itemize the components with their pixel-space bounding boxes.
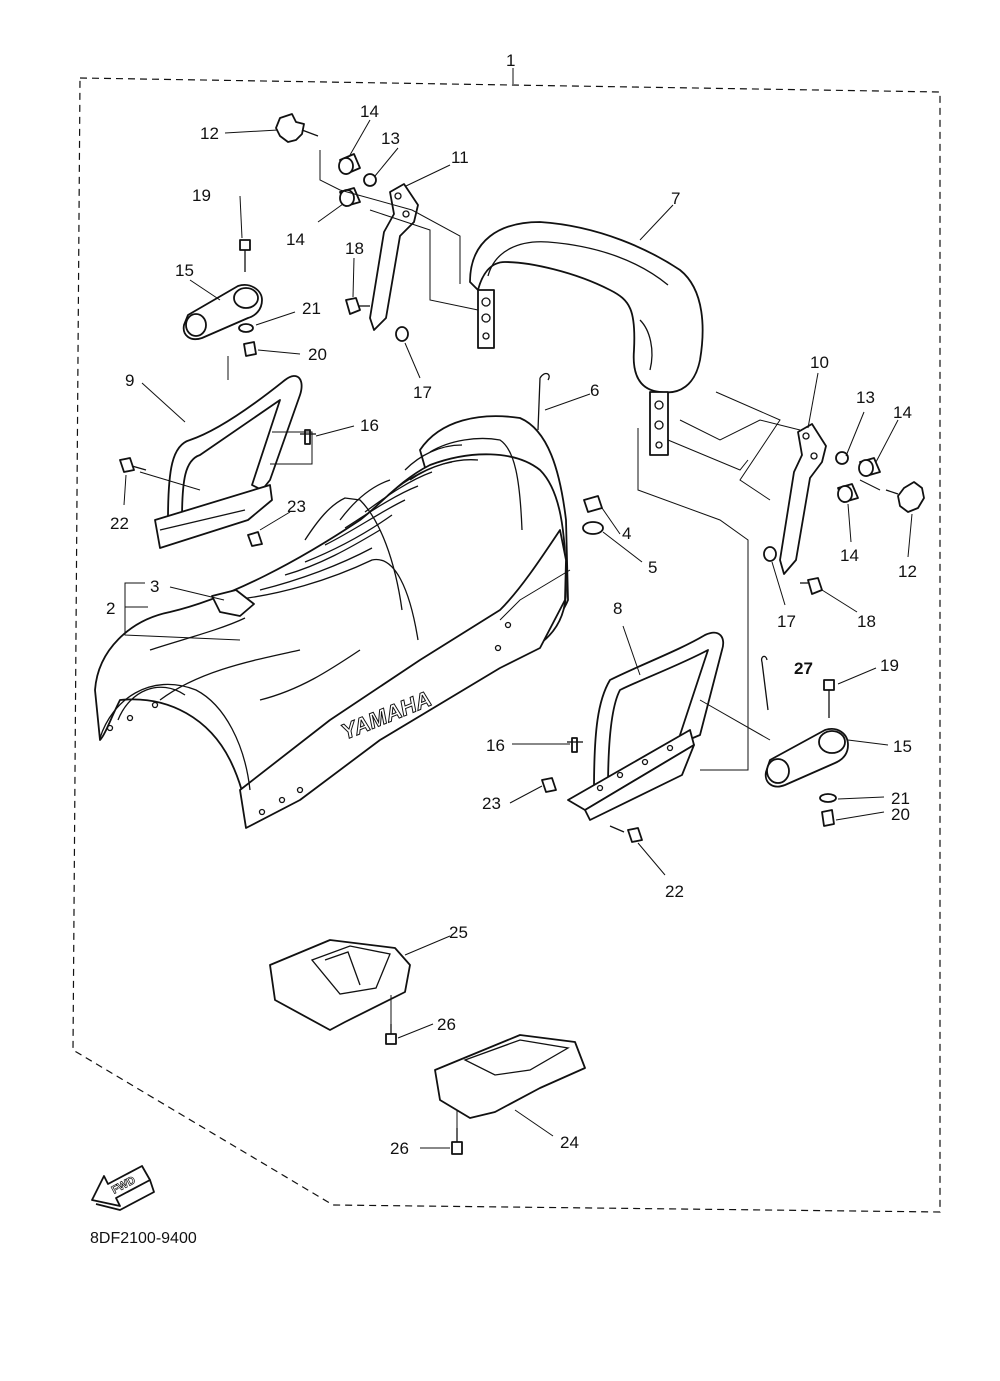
label-13-left: 13 xyxy=(381,129,400,148)
label-12-right: 12 xyxy=(898,562,917,581)
label-18-left: 18 xyxy=(345,239,364,258)
assembly-boundary xyxy=(72,77,941,1213)
callout-labels: 1 14 12 13 11 7 19 14 18 15 21 20 9 17 6… xyxy=(106,51,917,1158)
washer17-right xyxy=(763,546,777,562)
cover-lower xyxy=(434,1034,586,1119)
bolt19-right xyxy=(823,679,835,691)
bolt26-lower xyxy=(451,1141,463,1155)
label-26-upper: 26 xyxy=(437,1015,456,1034)
label-22-right: 22 xyxy=(665,882,684,901)
handle-left xyxy=(154,375,303,549)
label-19-right: 19 xyxy=(880,656,899,675)
knob-left xyxy=(275,113,305,143)
label-24: 24 xyxy=(560,1133,579,1152)
bracket-left xyxy=(369,183,419,331)
label-3: 3 xyxy=(150,577,159,596)
label-27: 27 xyxy=(794,659,813,678)
label-11: 11 xyxy=(451,148,469,167)
pin-6 xyxy=(537,372,550,431)
label-14-upper-left: 14 xyxy=(360,102,379,121)
bolt18-right xyxy=(807,577,823,595)
label-18-right: 18 xyxy=(857,612,876,631)
nut23-right xyxy=(541,777,557,793)
rivet16-right xyxy=(571,737,578,753)
label-23-left: 23 xyxy=(287,497,306,516)
label-19-left: 19 xyxy=(192,186,211,205)
label-26-lower: 26 xyxy=(390,1139,409,1158)
label-5: 5 xyxy=(648,558,657,577)
label-7: 7 xyxy=(671,189,680,208)
label-22-left: 22 xyxy=(110,514,129,533)
drawing-code: 8DF2100-9400 xyxy=(90,1230,197,1247)
label-25: 25 xyxy=(449,923,468,942)
nut20-left xyxy=(243,341,257,357)
clamp-left xyxy=(182,284,263,340)
bolt22-left xyxy=(119,457,135,473)
backrest xyxy=(469,221,704,456)
label-14-upper-right: 14 xyxy=(893,403,912,422)
washer13-right xyxy=(835,451,849,465)
bolt26-upper xyxy=(385,1033,397,1045)
label-17-right: 17 xyxy=(777,612,796,631)
label-17-left: 17 xyxy=(413,383,432,402)
washer-5 xyxy=(582,521,604,535)
label-9: 9 xyxy=(125,371,134,390)
knob-right xyxy=(897,481,925,513)
label-12-left: 12 xyxy=(200,124,219,143)
washer13-left xyxy=(363,173,377,187)
label-21-left: 21 xyxy=(302,299,321,318)
label-2: 2 xyxy=(106,599,115,618)
nut-4 xyxy=(583,495,603,513)
label-20-left: 20 xyxy=(308,345,327,364)
bracket-right xyxy=(779,423,827,575)
forward-arrow-icon: FWD xyxy=(91,1165,155,1211)
nut23-left xyxy=(247,531,263,547)
alignment-lines xyxy=(139,150,881,1128)
nut20-right xyxy=(821,809,835,827)
label-14-lower-right: 14 xyxy=(840,546,859,565)
washer21-left xyxy=(238,323,254,333)
label-20-right: 20 xyxy=(891,805,910,824)
bolt22-right xyxy=(627,827,643,843)
label-8: 8 xyxy=(613,599,622,618)
seat xyxy=(94,415,569,829)
cover-upper xyxy=(269,939,411,1031)
label-16-left: 16 xyxy=(360,416,379,435)
washer21-right xyxy=(819,793,837,803)
label-13-right: 13 xyxy=(856,388,875,407)
clamp-right xyxy=(764,728,849,788)
label-15-right: 15 xyxy=(893,737,912,756)
label-16-right: 16 xyxy=(486,736,505,755)
label-6: 6 xyxy=(590,381,599,400)
leader-lines xyxy=(123,119,913,1149)
bolt18-left xyxy=(345,297,361,315)
label-10: 10 xyxy=(810,353,829,372)
label-4: 4 xyxy=(622,524,631,543)
bolt19-left xyxy=(239,239,251,251)
handle-right xyxy=(567,631,725,821)
label-23-right: 23 xyxy=(482,794,501,813)
label-21-right: 21 xyxy=(891,789,910,808)
washer17-left xyxy=(395,326,409,342)
pin-27 xyxy=(760,655,769,711)
label-15-left: 15 xyxy=(175,261,194,280)
emblem xyxy=(211,589,255,617)
label-14-lower-left: 14 xyxy=(286,230,305,249)
label-1: 1 xyxy=(506,51,515,70)
